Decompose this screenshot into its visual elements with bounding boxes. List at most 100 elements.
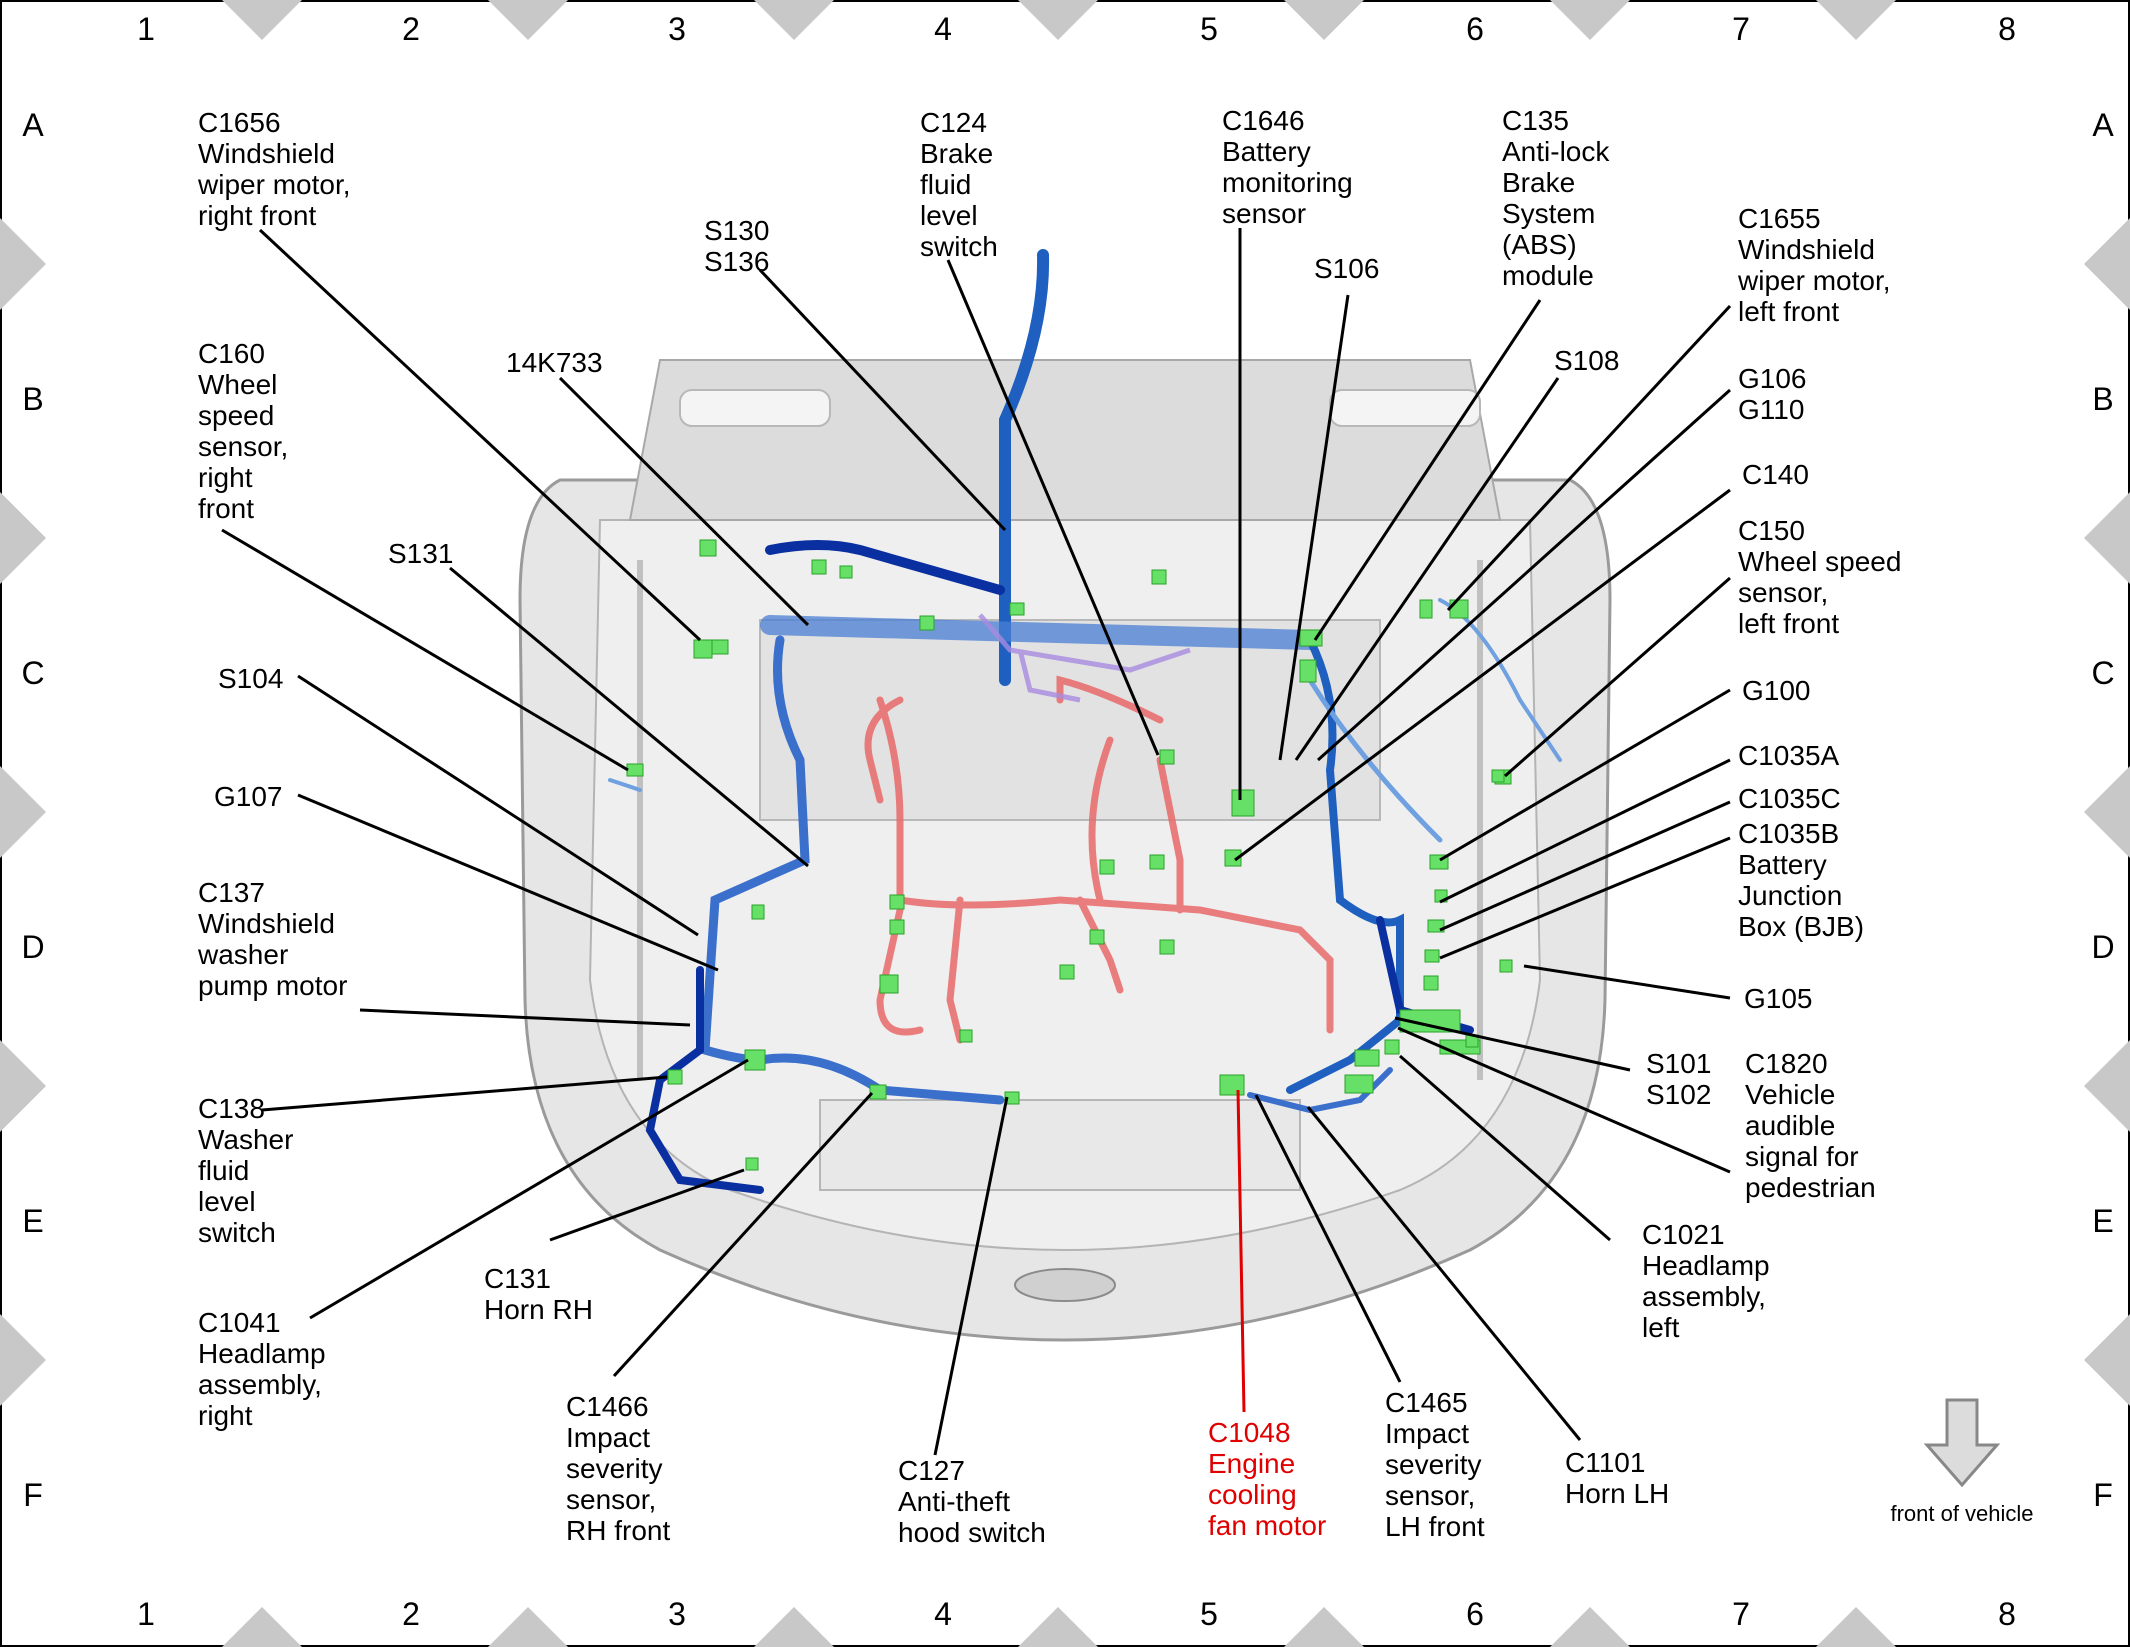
callout-line: Brake bbox=[1502, 167, 1575, 198]
harness-red bbox=[864, 675, 1334, 1044]
callout-line: C150 bbox=[1738, 515, 1805, 546]
callout-line: front bbox=[198, 493, 254, 524]
callout-line: (ABS) bbox=[1502, 229, 1577, 260]
leader-c1035c bbox=[1439, 800, 1731, 932]
callout-line: assembly, bbox=[1642, 1281, 1766, 1312]
grid-column-label: 4 bbox=[934, 1596, 952, 1632]
callout-line: C131 bbox=[484, 1263, 551, 1294]
leader-g107 bbox=[297, 793, 719, 972]
callout-line: Junction bbox=[1738, 880, 1842, 911]
callout-line: sensor, bbox=[1738, 577, 1828, 608]
callout-line: C138 bbox=[198, 1093, 265, 1124]
leader-c1048 bbox=[1236, 1089, 1246, 1413]
leader-c1101 bbox=[1306, 1106, 1582, 1441]
callout-line: C1101 bbox=[1565, 1447, 1645, 1478]
leader-c140 bbox=[1234, 488, 1731, 862]
callout-line: level bbox=[198, 1186, 256, 1217]
grid-row-label: D bbox=[2091, 929, 2114, 965]
callout-line: speed bbox=[198, 400, 274, 431]
leader-s130 bbox=[758, 268, 1007, 532]
callout-line: Horn RH bbox=[484, 1294, 593, 1325]
callout-line: signal for bbox=[1745, 1141, 1859, 1172]
callout-line: module bbox=[1502, 260, 1594, 291]
callout-line: C127 bbox=[898, 1455, 965, 1486]
harness-purple bbox=[978, 613, 1191, 703]
column-labels-top: 1 2 3 4 5 6 7 8 bbox=[137, 11, 2016, 47]
callout-g100: G100 bbox=[1742, 675, 1811, 706]
grid-row-label: E bbox=[22, 1203, 43, 1239]
leader-s101 bbox=[1394, 1016, 1631, 1072]
callout-line: wiper motor, bbox=[1737, 265, 1891, 296]
leader-c127 bbox=[933, 1096, 1009, 1456]
callout-line: hood switch bbox=[898, 1517, 1046, 1548]
callout-line: cooling bbox=[1208, 1479, 1297, 1510]
callout-line: assembly, bbox=[198, 1369, 322, 1400]
callout-c140: C140 bbox=[1742, 459, 1809, 490]
callout-s106: S106 bbox=[1314, 253, 1379, 284]
grid-row-label: F bbox=[23, 1477, 43, 1513]
callout-line: fluid bbox=[920, 169, 971, 200]
grid-column-label: 5 bbox=[1200, 11, 1218, 47]
leader-g105 bbox=[1523, 964, 1731, 1000]
callout-line: S130 bbox=[704, 215, 769, 246]
callout-line: C1035B bbox=[1738, 818, 1839, 849]
callout-line: C1035A bbox=[1738, 740, 1840, 771]
callout-line: C1656 bbox=[198, 107, 281, 138]
callout-g107: G107 bbox=[214, 781, 283, 812]
callout-line: Wheel speed bbox=[1738, 546, 1901, 577]
callout-line: Horn LH bbox=[1565, 1478, 1669, 1509]
leader-c150 bbox=[1504, 576, 1731, 778]
callout-14k733: 14K733 bbox=[506, 347, 603, 378]
callout-line: sensor bbox=[1222, 198, 1306, 229]
callout-line: washer bbox=[197, 939, 288, 970]
grid-column-label: 5 bbox=[1200, 1596, 1218, 1632]
callout-line: right front bbox=[198, 200, 316, 231]
leader-c124 bbox=[946, 259, 1160, 756]
callout-line: Windshield bbox=[198, 138, 335, 169]
callout-line: severity bbox=[1385, 1449, 1481, 1480]
leader-c135 bbox=[1313, 299, 1542, 641]
leader-lines bbox=[221, 228, 1732, 1456]
callout-line: left front bbox=[1738, 296, 1839, 327]
leader-c138 bbox=[261, 1075, 668, 1112]
callout-line: wiper motor, bbox=[197, 169, 351, 200]
grid-row-label: A bbox=[22, 107, 44, 143]
callout-line: C1048 bbox=[1208, 1417, 1291, 1448]
callout-line: C1466 bbox=[566, 1391, 649, 1422]
callout-line: fluid bbox=[198, 1155, 249, 1186]
column-labels-bottom: 1 2 3 4 5 6 7 8 bbox=[137, 1596, 2016, 1632]
callout-line: Washer bbox=[198, 1124, 293, 1155]
callout-line: C1646 bbox=[1222, 105, 1305, 136]
callout-line: Impact bbox=[566, 1422, 650, 1453]
callout-line: C160 bbox=[198, 338, 265, 369]
callout-line: C1465 bbox=[1385, 1387, 1468, 1418]
leader-c1035b bbox=[1439, 836, 1731, 960]
grid-column-label: 4 bbox=[934, 11, 952, 47]
callout-line: S102 bbox=[1646, 1079, 1711, 1110]
callout-line: 14K733 bbox=[506, 347, 603, 378]
callout-line: right bbox=[198, 1400, 253, 1431]
leader-c1465 bbox=[1254, 1094, 1402, 1383]
leader-c1041 bbox=[309, 1058, 749, 1320]
grid-column-label: 2 bbox=[402, 11, 420, 47]
callout-line: pump motor bbox=[198, 970, 347, 1001]
grid-column-label: 3 bbox=[668, 11, 686, 47]
callout-line: Engine bbox=[1208, 1448, 1295, 1479]
callout-c1035a: C1035A bbox=[1738, 740, 1840, 771]
leader-g106 bbox=[1316, 388, 1732, 762]
callout-line: Box (BJB) bbox=[1738, 911, 1864, 942]
callout-line: switch bbox=[198, 1217, 276, 1248]
leader-c1021 bbox=[1399, 1054, 1611, 1242]
